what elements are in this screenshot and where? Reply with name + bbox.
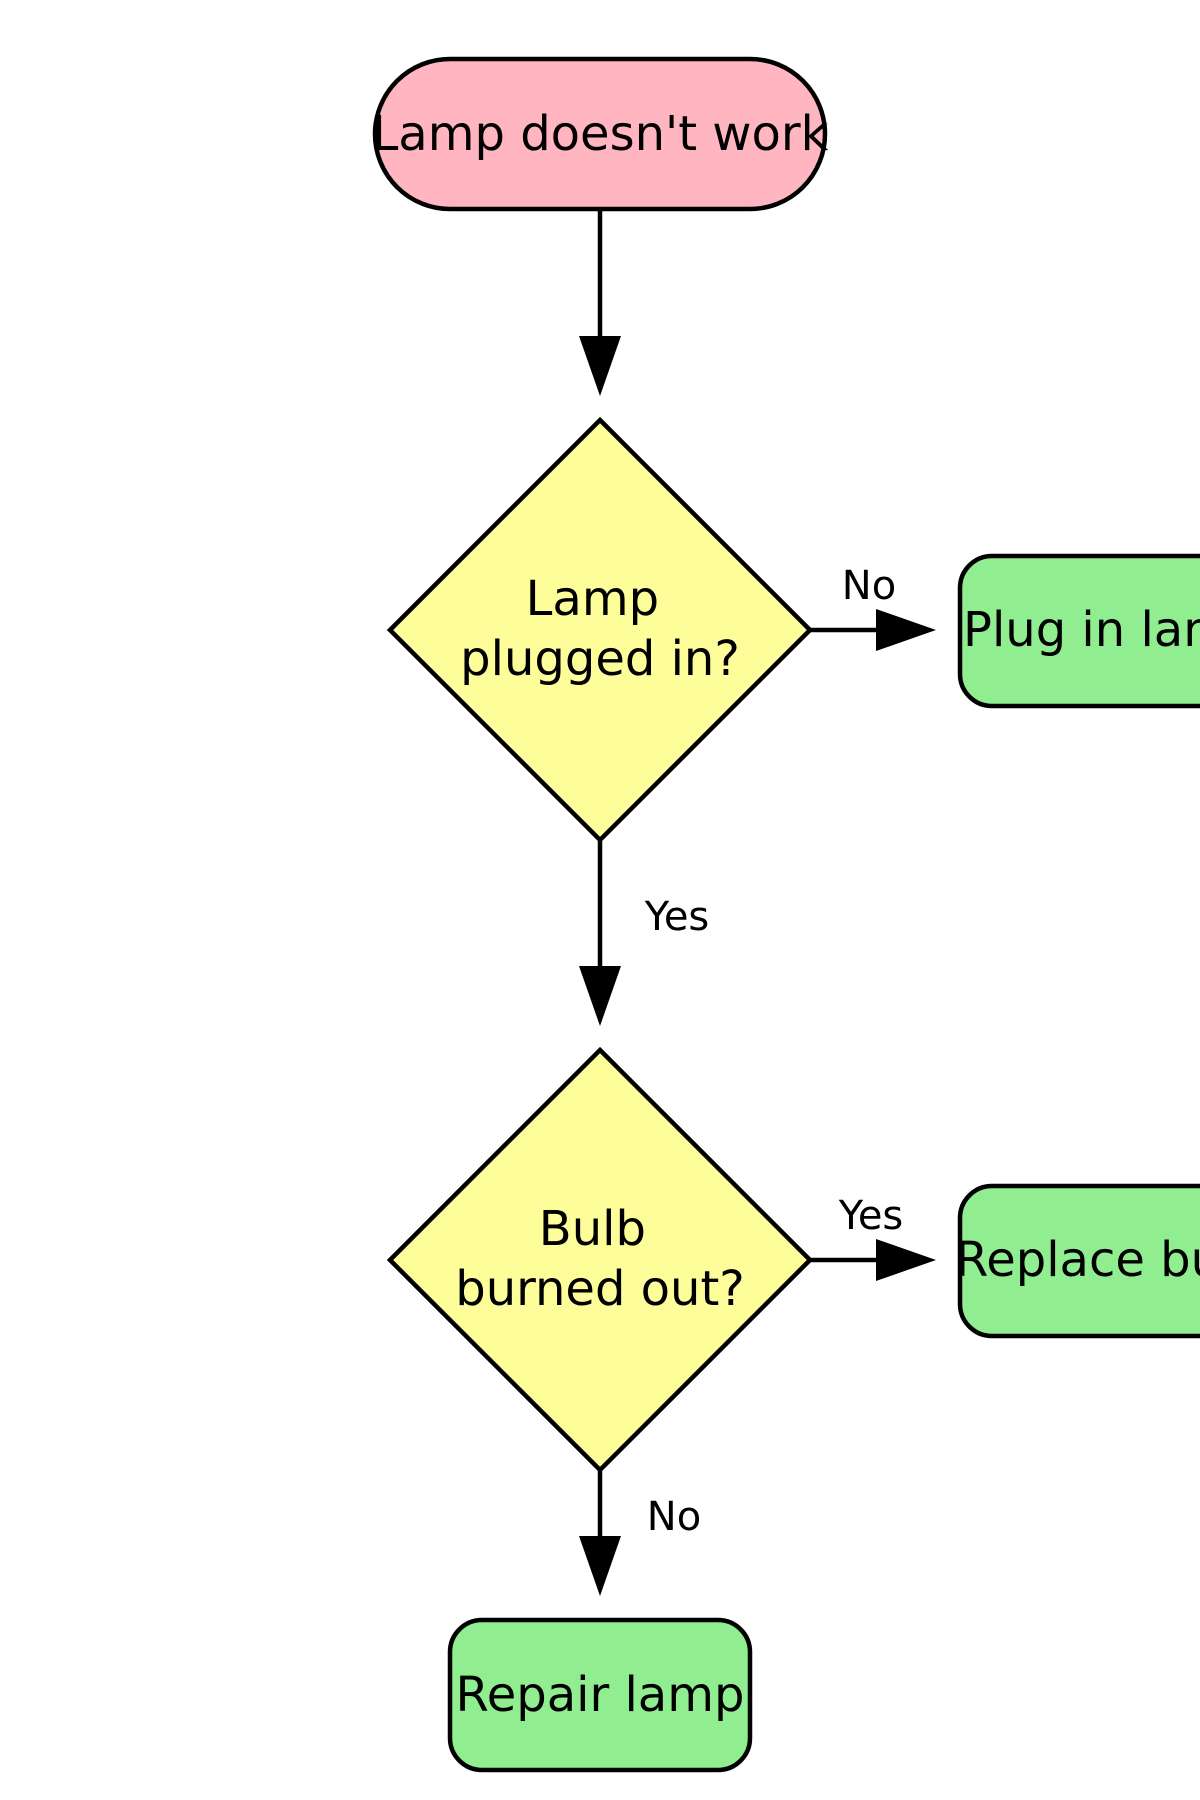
start-node: Lamp doesn't work bbox=[372, 56, 829, 212]
action-box-shape bbox=[957, 553, 1200, 709]
arrowhead bbox=[579, 336, 621, 396]
decision-plugged-line2: plugged in? bbox=[460, 631, 740, 687]
arrowhead bbox=[876, 609, 936, 651]
action-repair-node: Repair lamp bbox=[447, 1617, 753, 1773]
connector-plugged-no: No bbox=[810, 563, 936, 651]
action-replace-label: Replace bulb bbox=[955, 1232, 1200, 1288]
start-label: Lamp doesn't work bbox=[372, 106, 829, 162]
action-box-shape bbox=[957, 1183, 1200, 1339]
decision-plugged-node: Lamp plugged in? bbox=[386, 416, 814, 844]
edge-label-bulb-yes: Yes bbox=[838, 1193, 904, 1239]
decision-plugged-line1: Lamp bbox=[526, 571, 659, 627]
arrowhead bbox=[579, 1536, 621, 1596]
connector-plugged-yes: Yes bbox=[579, 840, 709, 1026]
edge-label-plugged-no: No bbox=[842, 563, 896, 609]
decision-diamond-shape bbox=[386, 416, 814, 844]
action-plug-label: Plug in lamp bbox=[963, 602, 1200, 658]
action-plug-node: Plug in lamp bbox=[957, 553, 1200, 709]
connector-bulb-no: No bbox=[579, 1470, 701, 1596]
action-repair-label: Repair lamp bbox=[456, 1667, 745, 1723]
arrowhead bbox=[876, 1239, 936, 1281]
connector-bulb-yes: Yes bbox=[810, 1193, 936, 1281]
decision-diamond-shape bbox=[386, 1046, 814, 1474]
action-box-shape bbox=[447, 1617, 753, 1773]
decision-plugged-label: Lamp plugged in? bbox=[460, 571, 740, 687]
decision-bulb-line1: Bulb bbox=[539, 1201, 646, 1257]
decision-bulb-line2: burned out? bbox=[455, 1261, 745, 1317]
connector-start-to-plugged bbox=[579, 209, 621, 396]
arrowhead bbox=[579, 966, 621, 1026]
decision-bulb-label: Bulb burned out? bbox=[455, 1201, 745, 1317]
decision-bulb-node: Bulb burned out? bbox=[386, 1046, 814, 1474]
action-replace-node: Replace bulb bbox=[955, 1183, 1200, 1339]
edge-label-plugged-yes: Yes bbox=[644, 894, 710, 940]
edge-label-bulb-no: No bbox=[647, 1494, 701, 1540]
